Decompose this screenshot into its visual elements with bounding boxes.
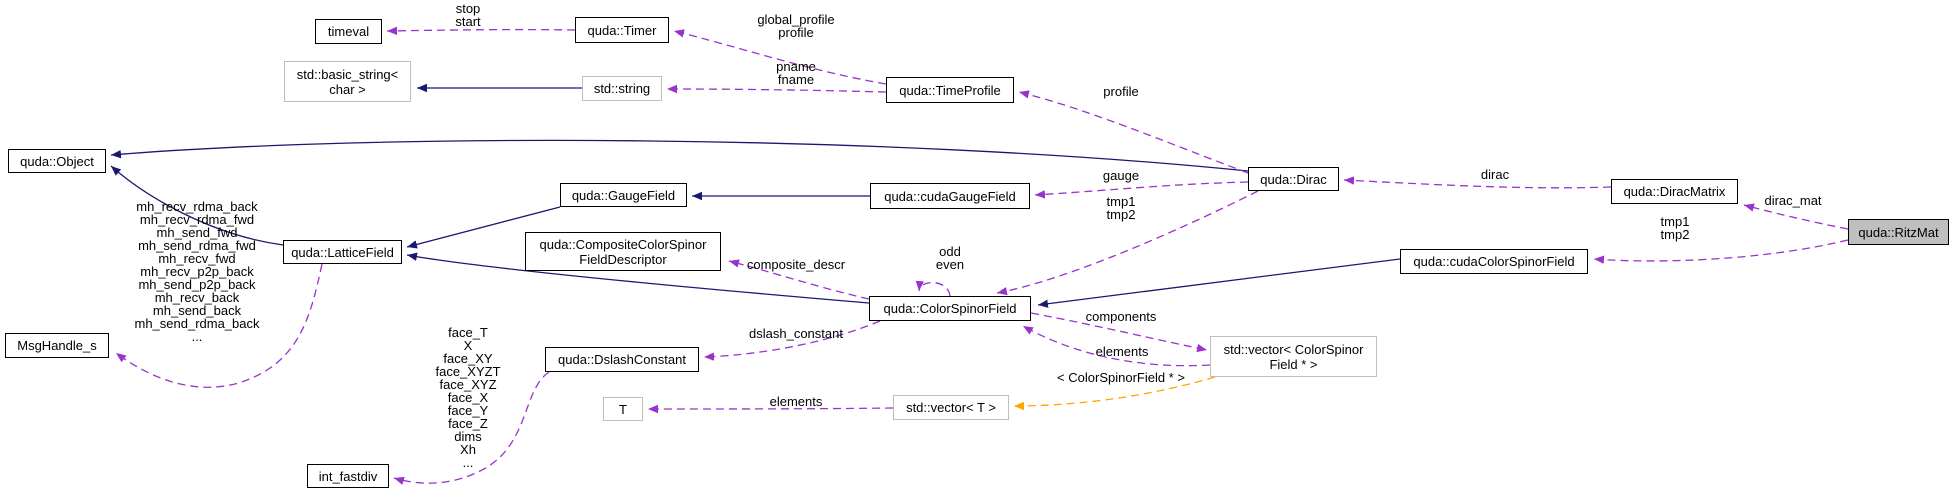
class-node-quda-cudacolorspinorfield[interactable]: quda::cudaColorSpinorField [1400, 249, 1588, 274]
edge-label-mh-handles: mh_recv_rdma_back mh_recv_rdma_fwd mh_se… [134, 199, 260, 344]
class-node-quda-timer[interactable]: quda::Timer [575, 17, 669, 43]
edge-label-dirac: dirac [1480, 167, 1510, 182]
edge-lattice-to-msghandle [115, 263, 323, 388]
edge-csf-to-vectorcsf [1030, 312, 1208, 353]
edge-cudacsf-to-csf [1037, 258, 1401, 308]
edge-label-tmp1-tmp2-dirac: tmp1 tmp2 [1106, 194, 1136, 222]
class-node-quda-ritzmat[interactable]: quda::RitzMat [1848, 219, 1949, 245]
edge-dirac-to-timeprofile [1018, 90, 1249, 174]
edge-diracmatrix-to-dirac [1343, 176, 1612, 189]
edge-vectort-to-t [647, 404, 894, 414]
edge-timeprofile-to-timer [673, 29, 887, 85]
edge-vectorcsf-to-vectort-template [1013, 376, 1216, 411]
edge-label-dirac-mat: dirac_mat [1764, 193, 1822, 208]
class-node-std-basic-string[interactable]: std::basic_string< char > [284, 61, 411, 102]
class-node-quda-timeprofile[interactable]: quda::TimeProfile [886, 77, 1014, 103]
edge-timeprofile-to-string [666, 84, 887, 94]
class-node-quda-object[interactable]: quda::Object [8, 149, 106, 173]
edge-label-template-args: < ColorSpinorField * > [1057, 370, 1185, 385]
class-node-timeval[interactable]: timeval [315, 19, 382, 44]
edge-ritzmat-to-diracmatrix [1743, 203, 1849, 230]
class-node-quda-gaugefield[interactable]: quda::GaugeField [560, 183, 687, 207]
edge-dslash-to-intfastdiv [393, 371, 550, 485]
edge-dirac-to-csf [996, 190, 1259, 296]
edge-dirac-to-object [110, 139, 1249, 172]
edge-label-elements-t: elements [769, 394, 823, 409]
class-node-quda-dirac[interactable]: quda::Dirac [1248, 167, 1339, 191]
class-node-int-fastdiv[interactable]: int_fastdiv [307, 464, 389, 488]
class-node-msghandle-s[interactable]: MsgHandle_s [5, 333, 109, 358]
edge-label-elements-csf: elements [1095, 344, 1149, 359]
class-node-t-template-param[interactable]: T [603, 397, 643, 421]
edge-dirac-to-cudagauge [1034, 181, 1249, 199]
class-node-quda-colorspinorfield[interactable]: quda::ColorSpinorField [869, 296, 1031, 321]
class-node-std-string[interactable]: std::string [582, 76, 662, 101]
edge-label-gauge: gauge [1102, 168, 1140, 183]
edge-label-global-profile: global_profile profile [757, 12, 835, 40]
edge-label-profile: profile [1103, 84, 1139, 99]
edge-lattice-to-object [110, 165, 284, 246]
edge-csf-to-lattice [406, 252, 870, 304]
edge-csf-self-loop [915, 280, 951, 297]
edge-label-components: components [1085, 309, 1157, 324]
edge-label-faces: face_T X face_XY face_XYZT face_XYZ face… [435, 325, 501, 470]
edge-label-odd-even: odd even [935, 244, 965, 272]
class-node-quda-diracmatrix[interactable]: quda::DiracMatrix [1611, 179, 1738, 204]
class-node-quda-dslashconstant[interactable]: quda::DslashConstant [545, 347, 699, 372]
edge-label-pname-fname: pname fname [776, 59, 816, 87]
edge-gauge-to-lattice [406, 206, 561, 249]
class-node-quda-compositecolorspinorfielddescriptor[interactable]: quda::CompositeColorSpinor FieldDescript… [525, 232, 721, 271]
class-node-quda-latticefield[interactable]: quda::LatticeField [283, 240, 402, 264]
edge-label-tmp1-tmp2-ritz: tmp1 tmp2 [1660, 214, 1690, 242]
edge-ritzmat-to-cudacsf [1593, 239, 1849, 264]
class-node-std-vector-colorspinorfield-ptr[interactable]: std::vector< ColorSpinor Field * > [1210, 336, 1377, 377]
class-node-quda-cudagaugefield[interactable]: quda::cudaGaugeField [870, 183, 1030, 209]
class-node-std-vector-t[interactable]: std::vector< T > [893, 395, 1009, 420]
edge-vectorcsf-to-csf [1022, 325, 1211, 367]
edge-timer-to-timeval [386, 26, 576, 36]
edge-csf-to-dslashconstant [703, 320, 881, 361]
edge-csf-to-compositedescr [728, 259, 870, 300]
edge-label-dslash-constant: dslash_constant [749, 326, 843, 341]
edge-label-composite-descr: composite_descr [746, 257, 846, 272]
edge-label-stop-start: stop start [455, 1, 481, 29]
